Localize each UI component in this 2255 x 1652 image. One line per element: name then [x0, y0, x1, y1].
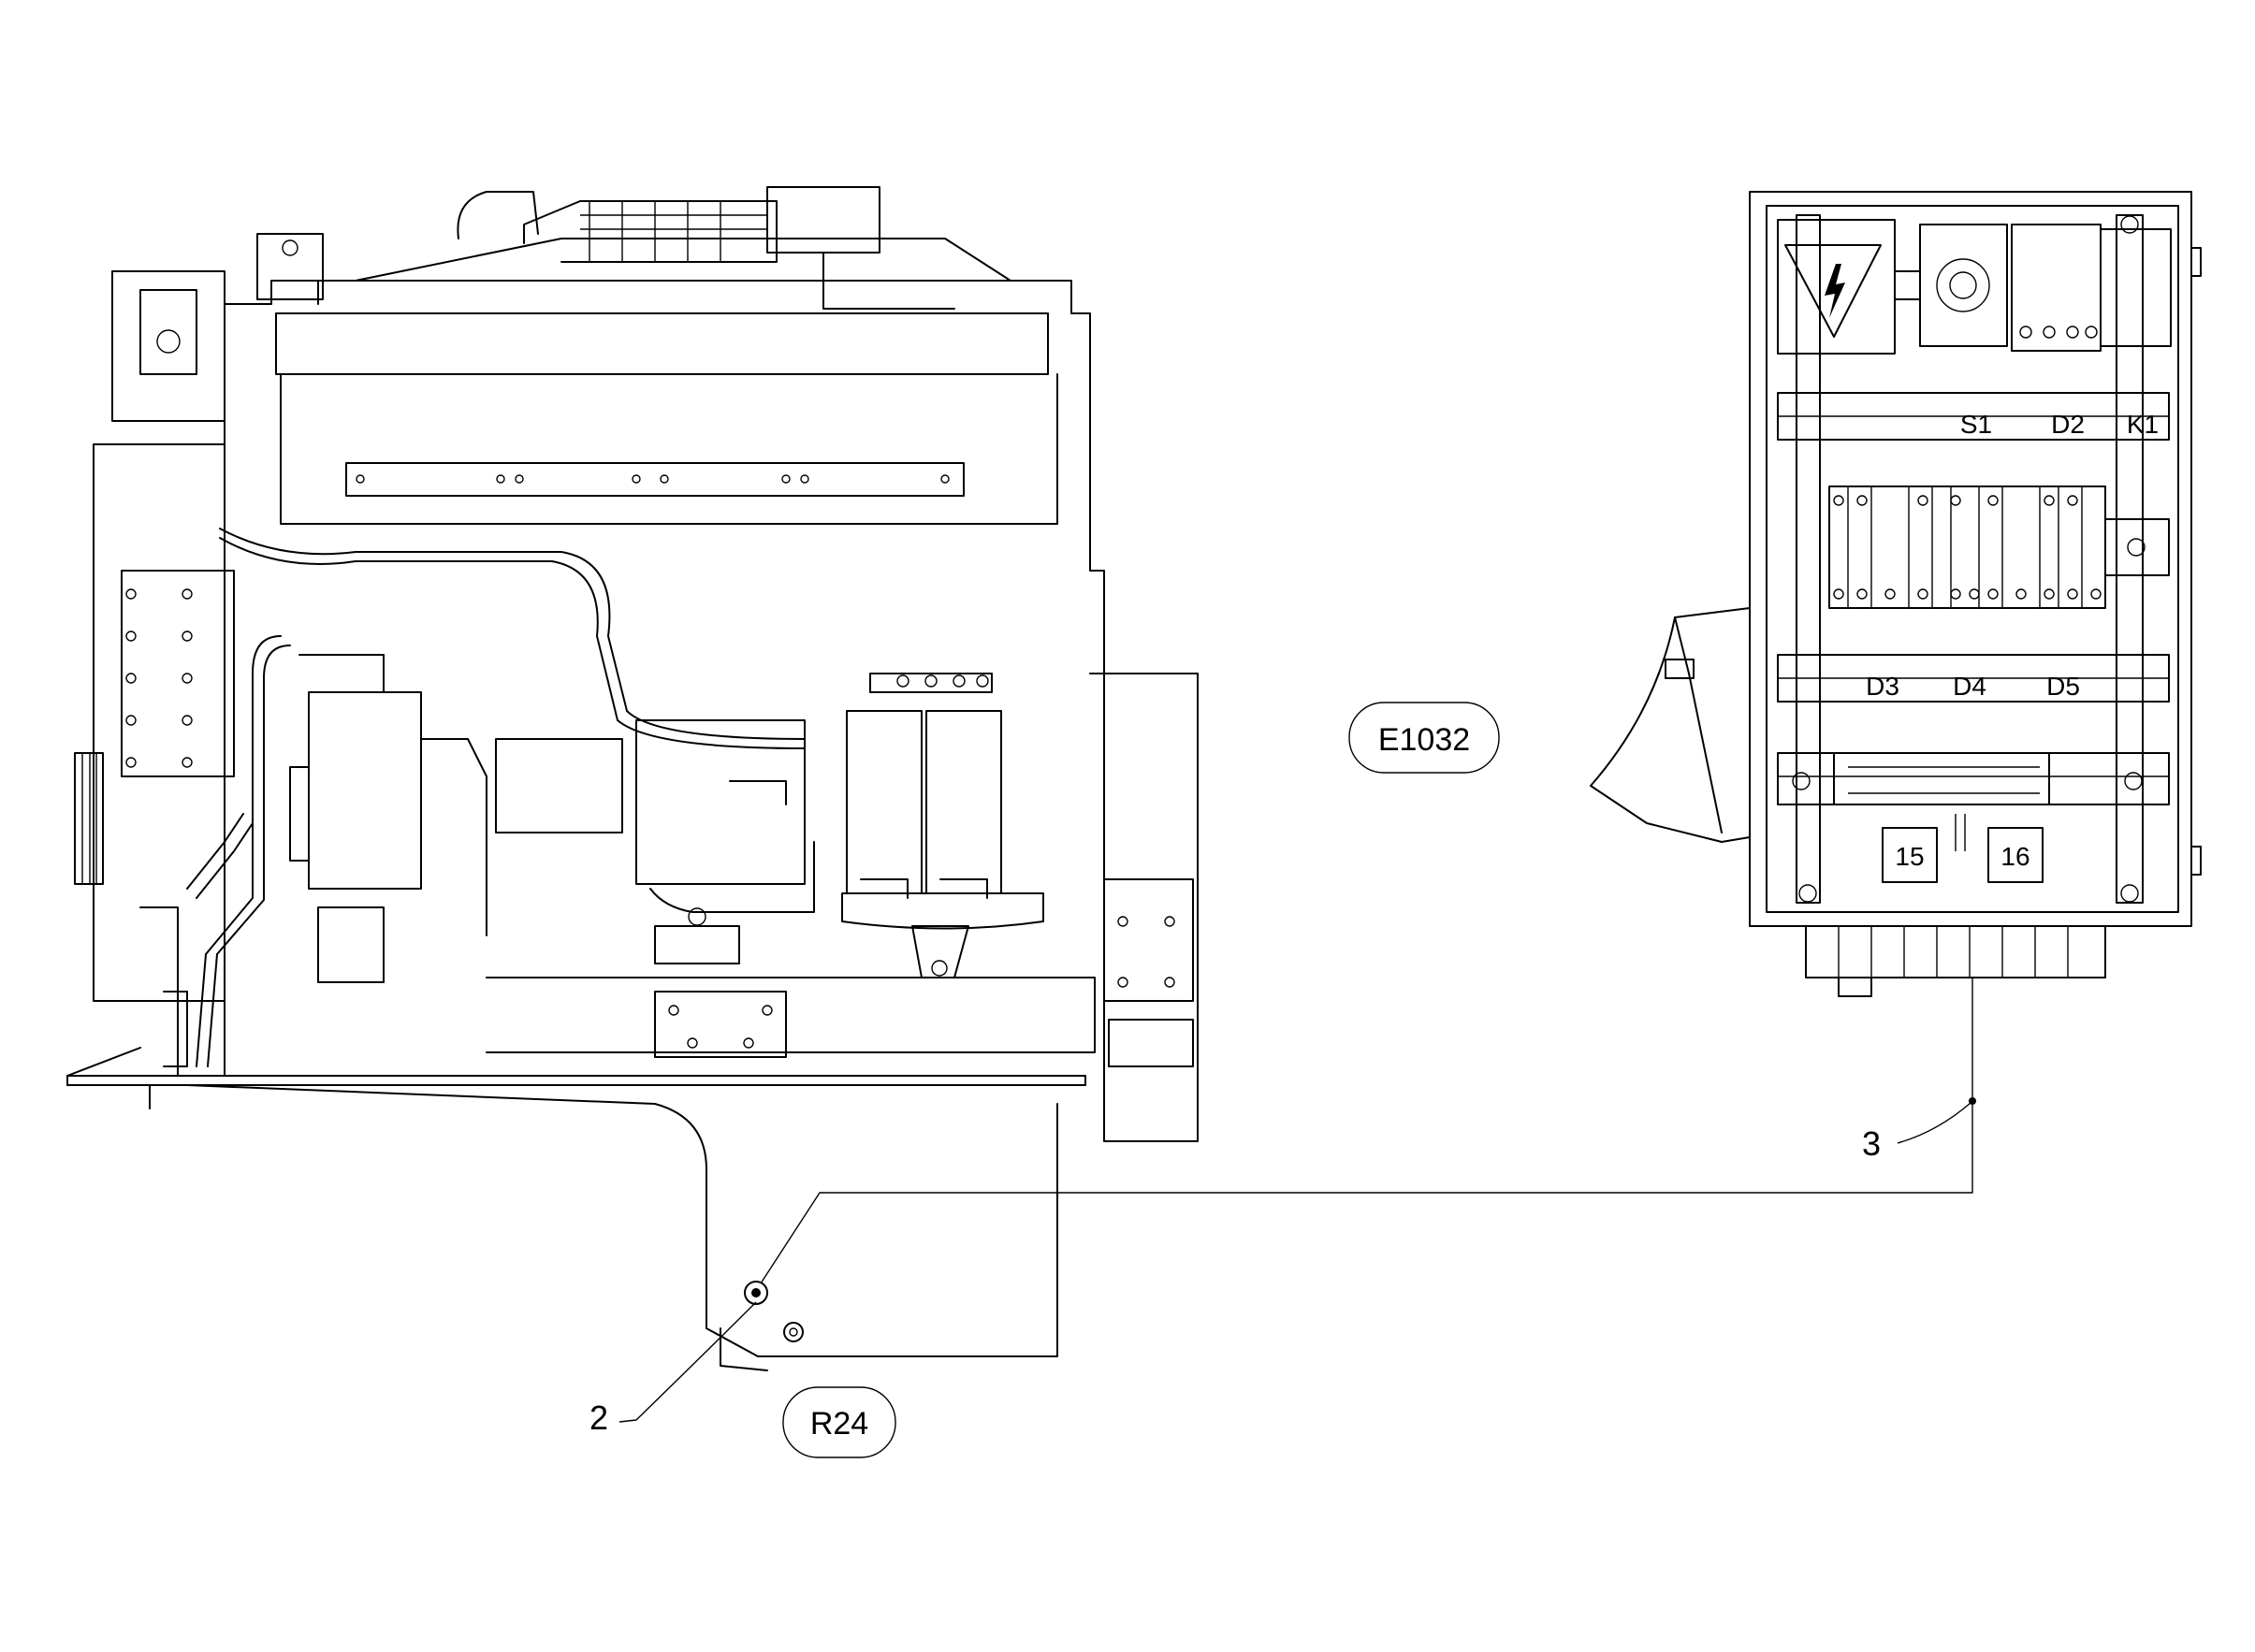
label-d2: D2 — [2051, 410, 2085, 439]
label-box-16: 16 — [2000, 842, 2030, 871]
tag-r24: R24 — [782, 1386, 896, 1458]
cabinet-row1-labels: S1 D2 K1 — [1960, 410, 2159, 439]
terminal-screws-top — [2019, 326, 2098, 339]
callout-2-label: 2 — [589, 1398, 608, 1437]
callout-3: 3 — [1862, 1102, 1971, 1163]
high-voltage-warning-icon — [1784, 244, 1882, 338]
cable-glands — [1838, 926, 2069, 997]
breakers — [1833, 486, 2102, 608]
cable-route — [760, 978, 1976, 1284]
label-d3: D3 — [1866, 672, 1899, 701]
label-s1: S1 — [1960, 410, 1992, 439]
terminal-box-15 — [1882, 827, 1938, 883]
tag-e1032: E1032 — [1348, 702, 1500, 774]
valve-cover-bolts — [356, 474, 950, 484]
control-cabinet — [1590, 191, 2202, 997]
engine-drawing — [66, 186, 1199, 1371]
intake-fins — [580, 201, 767, 262]
tag-r24-label: R24 — [810, 1406, 868, 1442]
label-d5: D5 — [2046, 672, 2080, 701]
terminal-box-16 — [1987, 827, 2044, 883]
callout-2: 2 — [589, 1301, 757, 1437]
bracket-holes — [125, 588, 193, 768]
tag-e1032-label: E1032 — [1378, 722, 1470, 758]
cabinet-box-labels: 15 16 — [1895, 842, 2030, 871]
label-box-15: 15 — [1895, 842, 1924, 871]
callout-3-label: 3 — [1862, 1124, 1881, 1163]
label-d4: D4 — [1953, 672, 1986, 701]
label-k1: K1 — [2127, 410, 2159, 439]
cabinet-row2-labels: D3 D4 D5 — [1866, 672, 2080, 701]
